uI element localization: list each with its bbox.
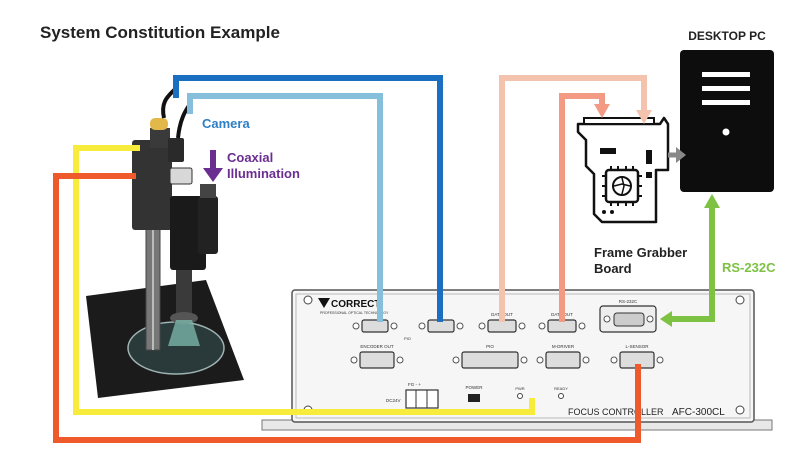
frame-grabber-board: Frame Grabber Board <box>576 116 687 276</box>
frame-grabber-label-1: Frame Grabber <box>594 245 687 260</box>
rs232c-label: RS-232C <box>722 260 776 275</box>
coaxial-label-1: Coaxial <box>227 150 273 165</box>
data-cable-2 <box>559 93 605 322</box>
camera-cable-light <box>187 93 383 322</box>
desktop-pc: DESKTOP PC <box>680 29 774 192</box>
port-dc24v: DC24V <box>386 398 401 403</box>
camera-label: Camera <box>202 116 250 131</box>
controller-brand-sub: PROFESSIONAL OPTICAL TECHNOLOGY <box>320 311 389 315</box>
rs232c-cable <box>668 206 715 322</box>
port-l-sensor: L-SENSOR <box>625 344 649 349</box>
port-m-driver: M-DRIVER <box>552 344 575 349</box>
led-pwr: PWR <box>515 386 524 391</box>
cables <box>53 75 720 443</box>
port-rs232c: RS-232C <box>619 299 638 304</box>
port-pio: PIO <box>486 344 494 349</box>
yellow-cable <box>73 145 535 415</box>
data-cable-1 <box>499 75 647 322</box>
diagram-title: System Constitution Example <box>40 23 280 42</box>
coaxial-arrow <box>203 150 223 182</box>
led-ready: READY <box>554 386 568 391</box>
port-fg: FG - + <box>408 382 421 387</box>
controller-model: AFC-300CL <box>672 407 725 418</box>
camera-cable-dark <box>173 75 443 322</box>
microscope-rig-image <box>86 86 244 398</box>
controller-brand: CORRECT <box>331 299 380 310</box>
controller-model-label: FOCUS CONTROLLER <box>568 407 664 417</box>
orange-cable <box>53 173 641 443</box>
port-power: POWER <box>465 385 483 390</box>
frame-grabber-label-2: Board <box>594 261 632 276</box>
port-encoder-out: ENCODER OUT <box>360 344 394 349</box>
coaxial-label-2: Illumination <box>227 166 300 181</box>
desktop-pc-label: DESKTOP PC <box>688 29 766 43</box>
port-pio-small: PIO <box>404 336 411 341</box>
